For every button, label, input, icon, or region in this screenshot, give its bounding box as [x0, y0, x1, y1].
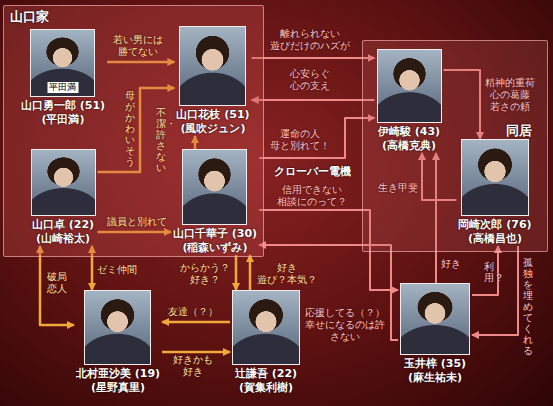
- relation-label: からかう？ 好き？: [180, 262, 231, 286]
- group-heading: 山口家: [10, 9, 49, 24]
- person-name: 玉井梓 (35): [400, 357, 470, 371]
- relation-label: 精神的重荷 心の葛藤 若さの頼: [485, 77, 536, 113]
- relation-label: 破局 恋人: [46, 271, 68, 295]
- relation-arrow: [162, 321, 230, 324]
- person-card: 山口千華子 (30)(稲森いずみ): [171, 149, 259, 255]
- relation-arrow: [252, 99, 375, 101]
- actor-name: (山崎裕太): [31, 232, 96, 246]
- person-card: 玉井梓 (35)(麻生祐未): [398, 283, 472, 385]
- relation-arrow: [40, 246, 74, 325]
- portrait-photo: [84, 290, 151, 365]
- relation-label: 信用できない 相談にのって？: [276, 184, 348, 208]
- person-card: 岡崎次郎 (76)(高橋昌也): [456, 139, 533, 246]
- actor-name: (平田満): [21, 113, 105, 127]
- actor-name: (高橋昌也): [458, 232, 531, 246]
- relation-label: 心安らぐ 心の支え: [289, 68, 331, 92]
- person-card: 平田満山口勇一郎 (51)(平田満): [19, 29, 107, 127]
- relation-label: 応援してる（？） 幸せになるのは許さない: [305, 307, 386, 343]
- person-name: 山口花枝 (51): [176, 108, 249, 122]
- person-card: 山口卓 (22)(山崎裕太): [29, 149, 98, 246]
- company-label: クローバー電機: [274, 165, 351, 179]
- relation-arrow: [249, 255, 252, 290]
- relation-label: 母がかわいそう: [125, 90, 135, 167]
- portrait-photo: [179, 26, 246, 106]
- group-heading: 同居: [506, 123, 532, 138]
- portrait-photo: [400, 283, 470, 355]
- person-name: 北村亜沙美 (19): [76, 367, 160, 381]
- actor-name: (星野真里): [76, 381, 160, 395]
- relation-arrow: [235, 255, 238, 290]
- relation-label: 不潔・許さない: [156, 107, 166, 173]
- person-card: 伊崎駿 (43)(高橋克典): [375, 49, 444, 153]
- portrait-photo: [377, 49, 442, 123]
- person-name: 山口勇一郎 (51): [21, 99, 105, 113]
- relation-arrow: [162, 351, 230, 354]
- person-card: 北村亜沙美 (19)(星野真里): [74, 290, 162, 395]
- relation-label: 好き 遊び？本気？: [256, 262, 318, 286]
- actor-name: (高橋克典): [377, 139, 442, 153]
- portrait-photo: [232, 290, 300, 365]
- portrait-photo: [182, 149, 247, 225]
- relation-label: ゼミ仲間: [97, 264, 138, 276]
- portrait-photo: [461, 139, 529, 216]
- group-panel: 伊崎駿 (43)(高橋克典)岡崎次郎 (76)(高橋昌也)同居: [362, 40, 548, 252]
- relation-label: 好きかも 好き: [173, 354, 214, 378]
- photo-caption: 平田満: [47, 82, 78, 93]
- relation-label: 議員と別れて: [107, 216, 168, 228]
- actor-name: (賀集利樹): [232, 381, 300, 395]
- person-card: 山口花枝 (51)(風吹ジュン): [174, 26, 251, 136]
- person-card: 辻謙吾 (22)(賀集利樹): [230, 290, 302, 395]
- portrait-photo: [31, 149, 96, 216]
- relation-label: 生き甲斐: [378, 182, 419, 194]
- relation-arrow: [472, 246, 498, 295]
- person-name: 岡崎次郎 (76): [458, 218, 531, 232]
- relation-arrow: [252, 57, 375, 59]
- relation-label: 離れられない 遊びだけのハズが: [269, 28, 351, 52]
- portrait-photo: 平田満: [30, 29, 95, 97]
- actor-name: (風吹ジュン): [176, 122, 249, 136]
- relation-label: 若い男には 勝てない: [113, 34, 164, 58]
- relation-label: 利用？: [484, 261, 494, 283]
- actor-name: (麻生祐未): [400, 371, 470, 385]
- person-name: 山口千華子 (30): [173, 227, 257, 241]
- relation-arrow: [259, 118, 374, 158]
- person-name: 山口卓 (22): [31, 218, 96, 232]
- person-name: 辻謙吾 (22): [232, 367, 300, 381]
- relation-label: 友達（？）: [168, 306, 219, 318]
- actor-name: (稲森いずみ): [173, 241, 257, 255]
- relation-label: 好き: [441, 258, 462, 270]
- relation-arrow: [472, 246, 518, 335]
- person-name: 伊崎駿 (43): [377, 125, 442, 139]
- relation-label: 運命の人 母と別れて！: [269, 128, 331, 152]
- relation-label: 孤独を埋めてくれる: [523, 257, 533, 356]
